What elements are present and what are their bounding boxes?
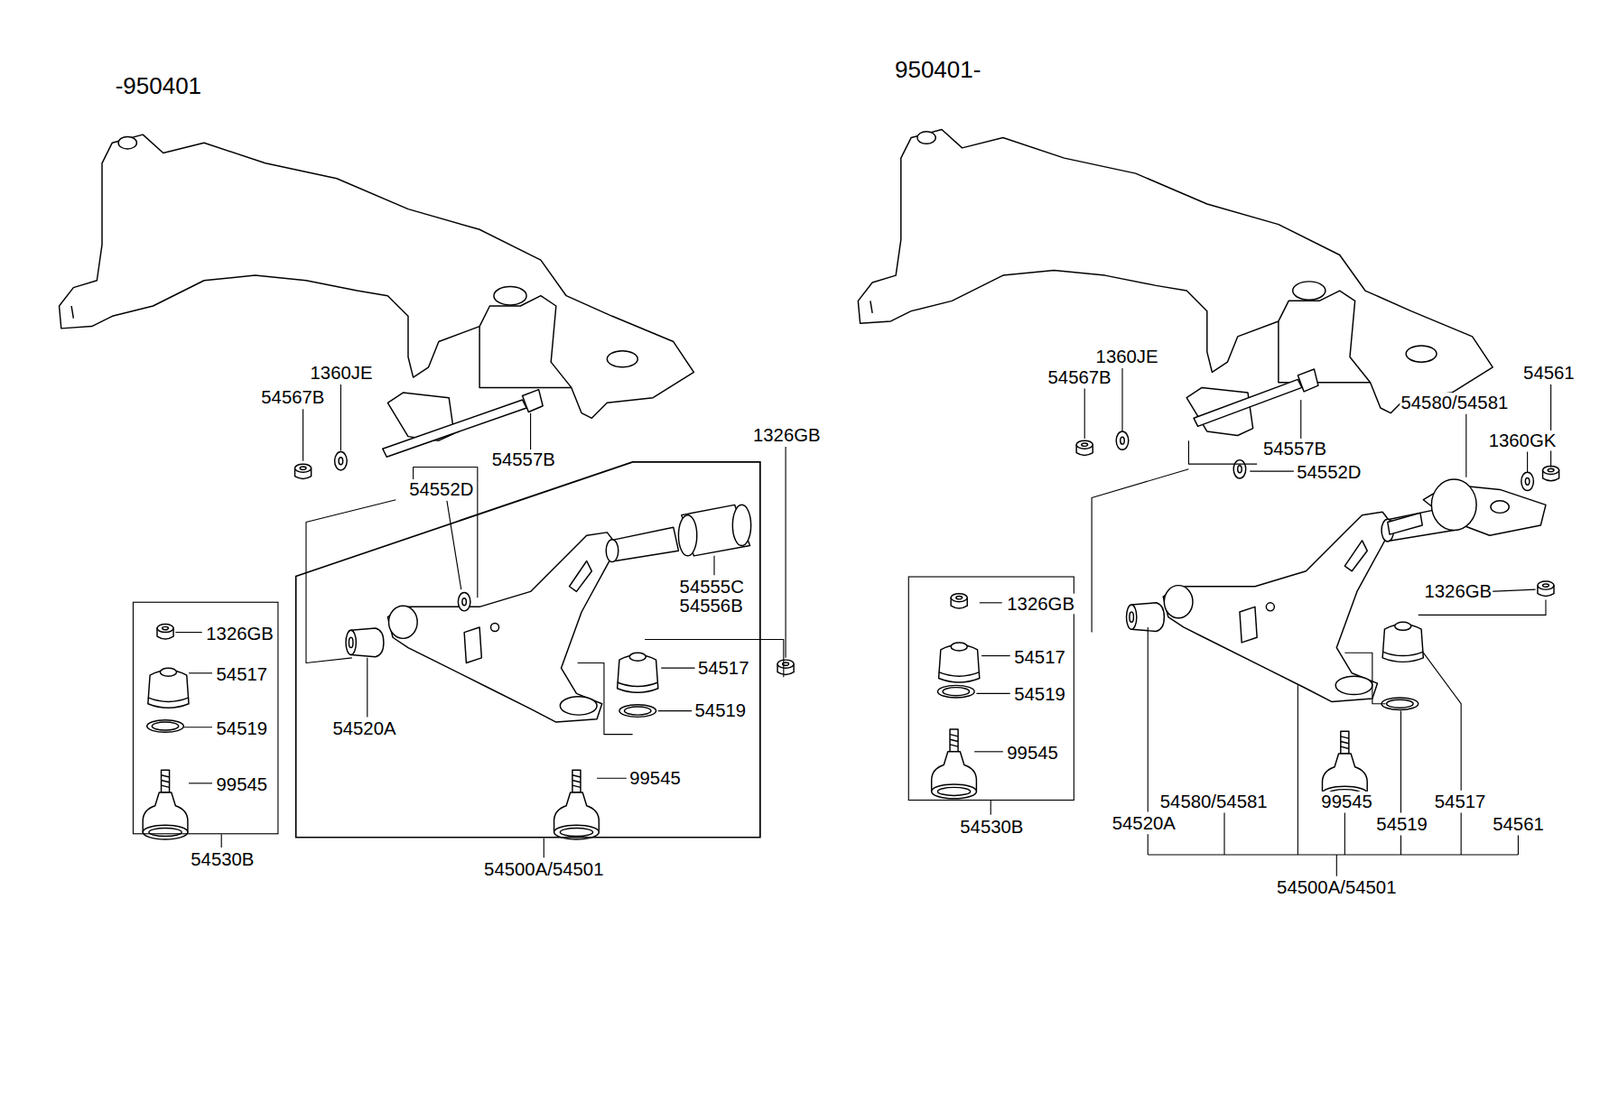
washer <box>334 452 348 471</box>
ball-joint-boot <box>148 668 189 708</box>
bolt <box>382 390 543 458</box>
callout-number: 99545 <box>628 768 682 790</box>
nut <box>157 624 174 640</box>
callout-number: 54557B <box>491 449 557 471</box>
serial-range: 950401- <box>893 55 983 83</box>
callout-number: 1360JE <box>1094 346 1159 368</box>
bolt <box>1193 369 1319 427</box>
washer <box>1116 431 1129 450</box>
washer <box>1233 460 1247 479</box>
bushing <box>345 628 384 658</box>
ball-joint-boot <box>1382 622 1424 662</box>
callout-number: 1326GB <box>752 425 822 447</box>
assembly-number: 54530B <box>189 849 255 871</box>
callout-number: 54580/54581 <box>1159 791 1269 813</box>
ball-joint <box>1321 731 1368 801</box>
callout-number: 54567B <box>1046 367 1112 389</box>
bushing <box>1126 603 1165 633</box>
bushing <box>678 504 751 557</box>
callout-number: 54519 <box>1013 684 1067 706</box>
nut <box>295 464 312 479</box>
ball-joint <box>554 770 600 840</box>
callout-number: 54552D <box>408 479 475 501</box>
callout-number: 1326GB <box>1005 594 1076 615</box>
crossmember <box>857 130 1493 437</box>
callout-number: 54580/54581 <box>1399 392 1509 414</box>
lower-arm <box>387 527 679 723</box>
serial-range: -950401 <box>114 72 204 99</box>
leader-lines <box>175 384 786 858</box>
callout-number: 54561 <box>1491 814 1545 836</box>
snap-ring <box>1381 697 1419 711</box>
group-box: 54530B1326GB545175451999545 <box>132 602 280 836</box>
callout-number: 99545 <box>1320 791 1374 813</box>
group-box: 54500A/5450154555C54556B5451754519995455… <box>296 462 763 839</box>
callout-number: 54519 <box>1375 814 1429 836</box>
rear-bushing-bracket <box>1387 479 1546 536</box>
callout-number: 54517 <box>1433 791 1488 813</box>
callout-number: 54517 <box>1013 646 1067 668</box>
callout-number: 54555C <box>678 576 745 597</box>
group-outline-path <box>296 462 761 838</box>
callout-number: 54517 <box>214 664 269 686</box>
nut <box>1543 465 1560 481</box>
callout-number: 54520A <box>331 718 397 740</box>
washer <box>1521 472 1535 491</box>
callout-number: 1326GB <box>204 623 275 644</box>
ball-joint-boot <box>617 652 659 693</box>
callout-number: 54517 <box>697 658 751 680</box>
nut <box>1076 440 1093 456</box>
callout-number: 99545 <box>1005 743 1060 764</box>
callout-number: 1360JE <box>308 362 373 384</box>
callout-number: 54561 <box>1522 362 1576 384</box>
callout-number: 54520A <box>1111 813 1177 835</box>
callout-number: 54519 <box>693 700 747 722</box>
callout-number: 1360GK <box>1488 430 1558 452</box>
nut <box>777 660 794 675</box>
nut <box>950 594 968 609</box>
lower-arm <box>1162 507 1454 703</box>
snap-ring <box>937 685 975 698</box>
group-box: 54530B1326GB545175451999545 <box>908 576 1075 801</box>
callout-number: 54500A/54501 <box>1275 877 1398 899</box>
snap-ring <box>619 705 657 718</box>
washer <box>457 593 471 612</box>
ball-joint <box>931 729 977 800</box>
callout-number: 54567B <box>260 387 326 409</box>
callout-number: 99545 <box>214 774 269 796</box>
snap-ring <box>147 720 185 734</box>
ball-joint-boot <box>939 642 980 683</box>
callout-number: 54519 <box>214 718 269 740</box>
group-outline <box>296 462 763 839</box>
callout-number: 54557B <box>1262 438 1328 460</box>
callout-number: 54556B <box>678 595 744 617</box>
callout-number: 54552D <box>1295 462 1363 484</box>
nut <box>1537 581 1554 596</box>
callout-number: 1326GB <box>1423 581 1493 603</box>
assembly-number: 54530B <box>958 817 1024 838</box>
assembly-number: 54500A/54501 <box>483 858 605 880</box>
ball-joint <box>142 770 188 840</box>
crossmember <box>59 134 695 441</box>
